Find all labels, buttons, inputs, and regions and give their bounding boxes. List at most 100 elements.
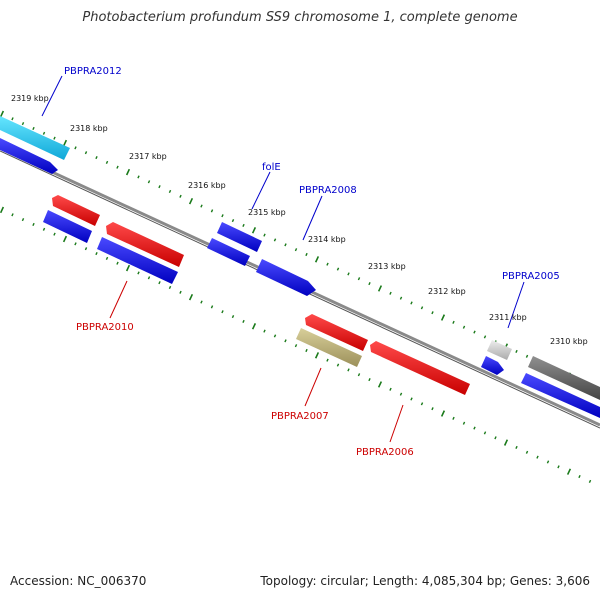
minor-tick <box>74 242 77 246</box>
gene-labels: PBPRA2012 folE PBPRA2008 PBPRA2005 PBPRA… <box>64 66 560 458</box>
minor-tick <box>336 363 340 367</box>
minor-tick <box>242 223 245 227</box>
minor-tick <box>546 460 550 464</box>
minor-tick <box>368 282 371 286</box>
minor-tick <box>158 185 161 189</box>
minor-tick <box>263 329 266 333</box>
major-tick <box>188 293 194 301</box>
gene-folE[interactable] <box>207 222 262 266</box>
minor-tick <box>525 450 529 454</box>
minor-tick <box>473 426 476 430</box>
minor-tick <box>536 455 539 459</box>
major-tick <box>314 352 320 359</box>
gene-PBPRA2006[interactable] <box>370 341 470 395</box>
minor-tick <box>158 281 161 285</box>
minor-tick <box>168 285 172 290</box>
minor-tick <box>32 222 35 227</box>
minor-tick <box>357 373 361 377</box>
tick-label: 2314 kbp <box>308 235 346 244</box>
tick-label: 2317 kbp <box>129 152 167 161</box>
major-tick <box>377 381 383 388</box>
minor-tick <box>389 291 392 295</box>
tick-label: 2312 kbp <box>428 287 466 296</box>
minor-tick <box>200 300 203 304</box>
major-tick <box>503 439 509 446</box>
minor-tick <box>420 402 424 406</box>
gene-label-PBPRA2007[interactable]: PBPRA2007 <box>271 411 329 422</box>
major-tick <box>440 314 446 321</box>
tick-label: 2315 kbp <box>248 208 286 217</box>
minor-tick <box>483 335 487 339</box>
minor-tick <box>483 431 487 435</box>
gene-label-PBPRA2008[interactable]: PBPRA2008 <box>299 185 357 196</box>
minor-tick <box>242 319 245 323</box>
minor-tick <box>347 368 350 372</box>
major-tick <box>188 197 194 205</box>
major-tick <box>377 285 383 292</box>
minor-tick <box>105 160 109 164</box>
gene-label-PBPRA2005[interactable]: PBPRA2005 <box>502 271 560 282</box>
scale-labels: 2319 kbp 2318 kbp 2317 kbp 2316 kbp 2315… <box>11 94 588 346</box>
minor-tick <box>147 276 151 280</box>
gene-label-PBPRA2010[interactable]: PBPRA2010 <box>76 322 134 333</box>
minor-tick <box>53 136 56 140</box>
minor-tick <box>462 421 466 425</box>
gene-PBPRA2012[interactable] <box>0 116 70 174</box>
minor-tick <box>431 311 434 315</box>
minor-tick <box>452 320 455 324</box>
minor-tick <box>494 436 497 440</box>
major-tick <box>314 256 320 263</box>
minor-tick <box>221 214 224 218</box>
gene-PBPRA2005[interactable] <box>481 340 512 375</box>
gene-PBPRA2008[interactable] <box>256 259 316 296</box>
tick-label: 2319 kbp <box>11 94 49 103</box>
minor-tick <box>74 146 77 150</box>
major-tick <box>62 235 68 243</box>
minor-tick <box>231 219 235 223</box>
minor-tick <box>53 232 56 236</box>
minor-tick <box>399 392 403 396</box>
gene-PBPRA2007[interactable] <box>296 314 368 367</box>
minor-tick <box>105 256 109 260</box>
minor-tick <box>294 344 298 348</box>
minor-tick <box>410 397 413 401</box>
minor-tick <box>326 262 329 266</box>
minor-tick <box>284 243 287 247</box>
accession-text: Accession: NC_006370 <box>10 574 147 588</box>
minor-tick <box>284 339 287 343</box>
gene-PBPRA2010[interactable] <box>43 195 184 284</box>
minor-tick <box>95 251 98 256</box>
gene-grey-right[interactable] <box>528 356 600 400</box>
minor-tick <box>525 354 529 358</box>
minor-tick <box>147 180 151 184</box>
minor-tick <box>84 151 88 155</box>
minor-tick <box>588 479 592 483</box>
minor-tick <box>42 227 46 231</box>
minor-tick <box>273 334 277 338</box>
minor-tick <box>95 155 98 160</box>
minor-tick <box>32 126 35 131</box>
map-title: Photobacterium profundum SS9 chromosome … <box>82 10 518 25</box>
minor-tick <box>116 261 119 265</box>
minor-tick <box>452 416 455 420</box>
gene-label-PBPRA2012[interactable]: PBPRA2012 <box>64 66 122 77</box>
minor-tick <box>210 209 214 213</box>
minor-tick <box>515 349 518 354</box>
tick-label: 2316 kbp <box>188 181 226 190</box>
minor-tick <box>399 296 403 300</box>
gene-label-folE[interactable]: folE <box>262 162 281 173</box>
minor-tick <box>273 238 277 242</box>
minor-tick <box>168 189 172 194</box>
minor-tick <box>11 117 14 121</box>
gene-label-PBPRA2006[interactable]: PBPRA2006 <box>356 447 414 458</box>
genome-summary-text: Topology: circular; Length: 4,085,304 bp… <box>260 574 590 588</box>
tick-label: 2311 kbp <box>489 313 527 322</box>
gene-blue-right[interactable] <box>521 373 600 418</box>
inner-tick-line <box>0 206 592 483</box>
minor-tick <box>116 165 119 169</box>
minor-tick <box>263 233 266 237</box>
minor-tick <box>473 330 476 334</box>
minor-tick <box>200 204 203 208</box>
minor-tick <box>336 267 340 271</box>
